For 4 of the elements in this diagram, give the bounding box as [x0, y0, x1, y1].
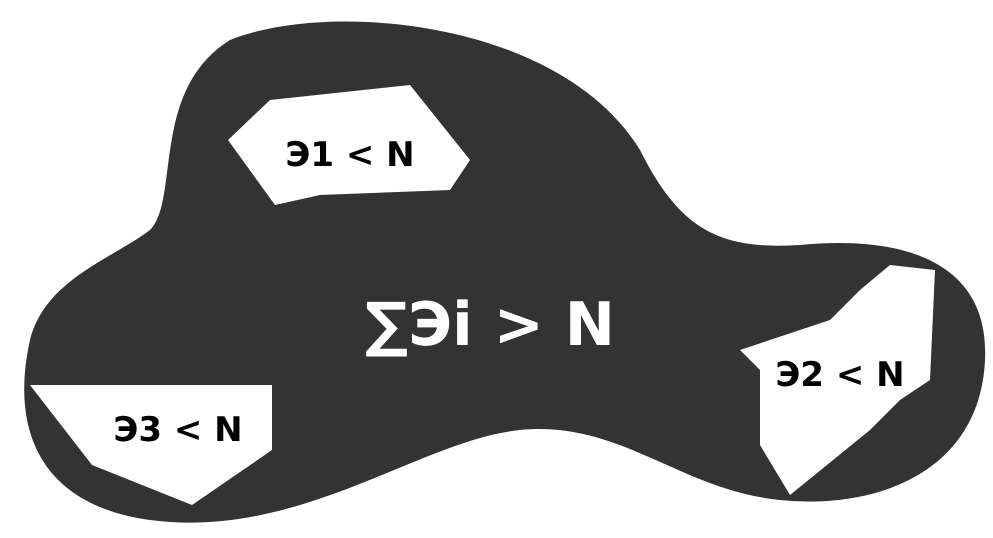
formula-text: Э2 < N	[775, 358, 905, 392]
formula-text: Э3 < N	[113, 413, 243, 447]
formula-text: ∑Эi > N	[365, 295, 615, 355]
formula-text: Э1 < N	[285, 138, 415, 172]
